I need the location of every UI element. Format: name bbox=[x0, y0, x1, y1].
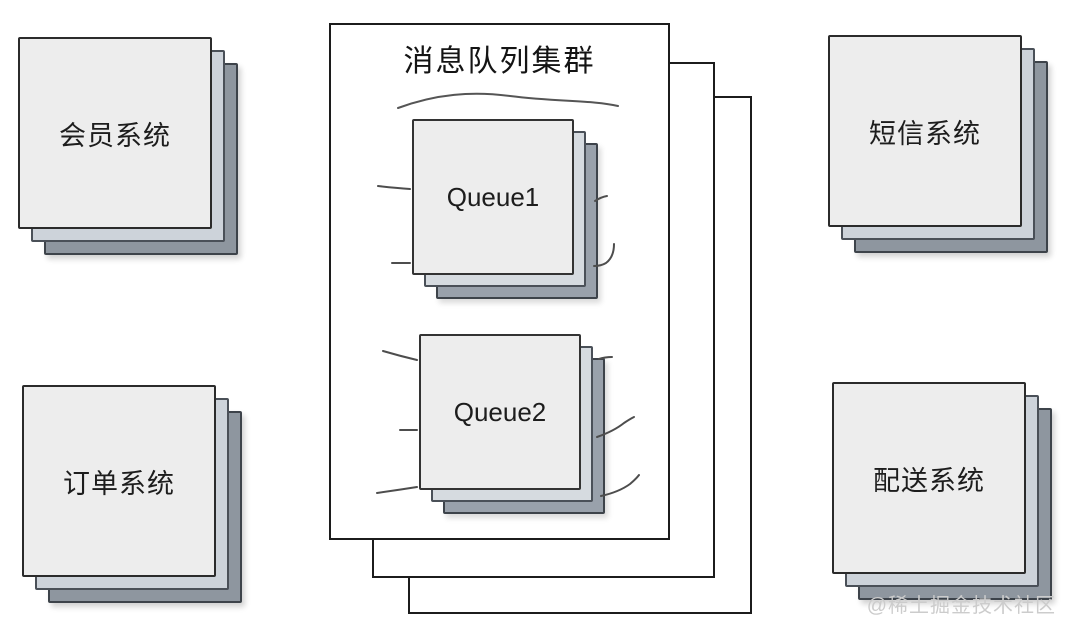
system-stack-delivery: 配送系统 bbox=[832, 382, 1052, 602]
mq-cluster-panel: 消息队列集群 Queue1 Queue2 bbox=[329, 23, 670, 540]
system-stack-sms: 短信系统 bbox=[828, 35, 1048, 255]
mq-cluster-title: 消息队列集群 bbox=[403, 45, 596, 78]
watermark: @稀土掘金技术社区 bbox=[866, 595, 1056, 617]
system-label-order: 订单系统 bbox=[63, 468, 175, 499]
queue-stack-queue2: Queue2 bbox=[419, 334, 609, 519]
queue-label-queue2: Queue2 bbox=[453, 396, 547, 427]
system-card-order: 订单系统 bbox=[22, 385, 216, 577]
system-stack-member: 会员系统 bbox=[18, 37, 238, 257]
system-label-sms: 短信系统 bbox=[869, 118, 981, 149]
queue-stack-queue1: Queue1 bbox=[412, 119, 602, 304]
queue-card-queue1: Queue1 bbox=[412, 119, 574, 275]
system-label-member: 会员系统 bbox=[59, 120, 171, 151]
system-card-sms: 短信系统 bbox=[828, 35, 1022, 227]
system-card-member: 会员系统 bbox=[18, 37, 212, 229]
queue-label-queue1: Queue1 bbox=[446, 181, 540, 212]
system-card-delivery: 配送系统 bbox=[832, 382, 1026, 574]
system-label-delivery: 配送系统 bbox=[873, 465, 985, 496]
queue-card-queue2: Queue2 bbox=[419, 334, 581, 490]
system-stack-order: 订单系统 bbox=[22, 385, 242, 605]
